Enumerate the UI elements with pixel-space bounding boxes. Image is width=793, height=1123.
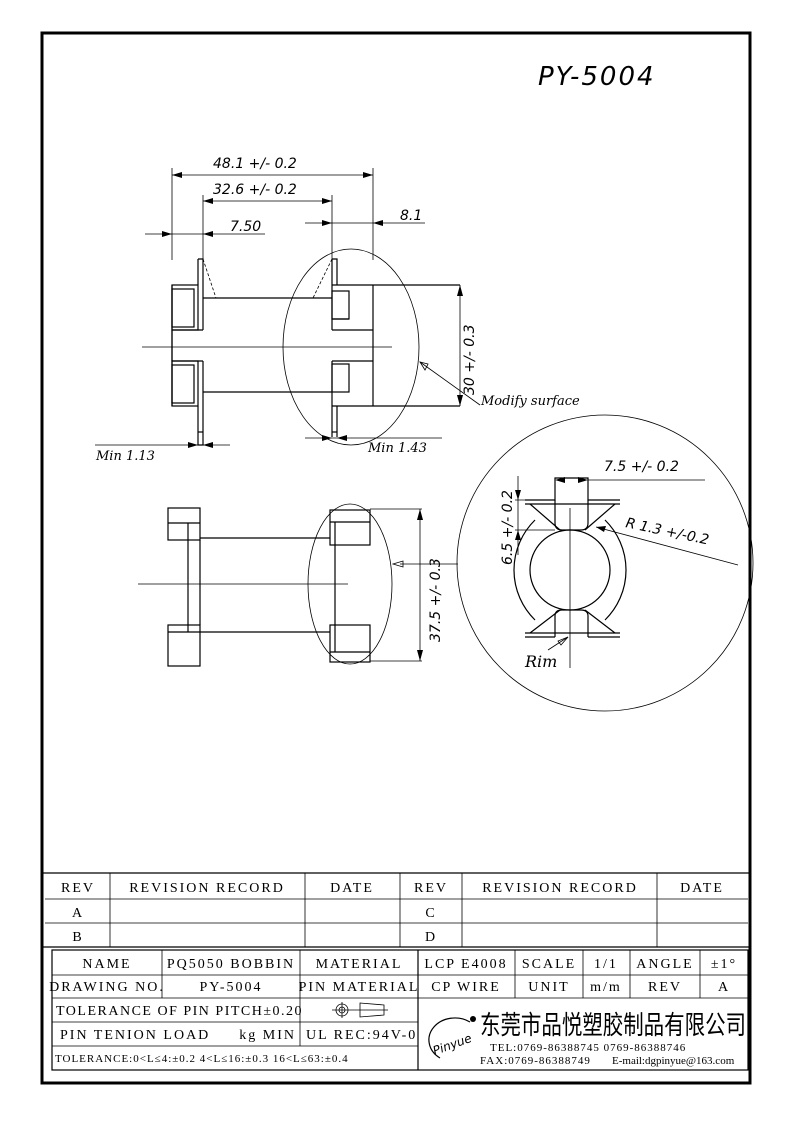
scale-label: SCALE <box>522 957 576 972</box>
dim-flange-offset: 7.50 <box>230 219 261 235</box>
top-view: 37.5 +/- 0.3 <box>138 503 458 667</box>
title-block: NAME PQ5050 BOBBIN MATERIAL LCP E4008 SC… <box>49 949 749 1071</box>
dim-overall-length: 48.1 +/- 0.2 <box>213 156 297 172</box>
date-header-2: DATE <box>680 881 724 896</box>
side-view: 48.1 +/- 0.2 32.6 +/- 0.2 7.50 8.1 <box>95 156 580 464</box>
dim-right-flange: 8.1 <box>400 208 422 224</box>
pin-material-value: CP WIRE <box>431 980 501 995</box>
dim-radius: R 1.3 +/-0.2 <box>624 515 710 548</box>
rev-c: C <box>425 906 436 921</box>
material-value: LCP E4008 <box>424 957 507 972</box>
pinyue-logo: Pinyue <box>428 1016 476 1059</box>
revision-record-header: REVISION RECORD <box>129 881 285 896</box>
name-value: PQ5050 BOBBIN <box>167 957 295 972</box>
company-email: E-mail:dgpinyue@163.com <box>612 1055 735 1067</box>
rev-b: B <box>72 930 83 945</box>
svg-text:Pinyue: Pinyue <box>431 1031 474 1058</box>
dim-height-37: 37.5 +/- 0.3 <box>428 558 444 642</box>
revision-record-header-2: REVISION RECORD <box>482 881 638 896</box>
drawing-border <box>40 31 752 1085</box>
revision-table: REV REVISION RECORD DATE REV REVISION RE… <box>42 872 750 948</box>
detail-view: 7.5 +/- 0.2 6.5 +/- 0.2 R 1.3 +/-0.2 Rim <box>456 414 754 712</box>
unit-value: m/m <box>590 980 622 995</box>
pin-tension-label: PIN TENION LOAD <box>60 1028 210 1043</box>
modify-surface-note: Modify surface <box>480 394 580 409</box>
scale-value: 1/1 <box>594 957 618 972</box>
projection-symbol-icon <box>332 1002 388 1018</box>
angle-label: ANGLE <box>636 957 693 972</box>
rev-header: REV <box>61 881 95 896</box>
dim-height-30: 30 +/- 0.3 <box>462 325 478 395</box>
company-fax: FAX:0769-86388749 <box>480 1055 591 1067</box>
rev-header-2: REV <box>414 881 448 896</box>
rev-value: A <box>718 980 730 995</box>
rim-label: Rim <box>524 652 557 671</box>
unit-label: UNIT <box>528 980 569 995</box>
ul-rec: UL REC:94V-0 <box>306 1028 417 1043</box>
company-tel: TEL:0769-86388745 0769-86388746 <box>490 1042 686 1054</box>
rev-label: REV <box>648 980 682 995</box>
pin-tension-unit: kg MIN <box>239 1028 296 1043</box>
dim-min-right: Min 1.43 <box>367 441 427 456</box>
drawing-title: PY-5004 <box>538 62 656 92</box>
dim-min-left: Min 1.13 <box>95 449 155 464</box>
drawing-no-value: PY-5004 <box>199 980 262 995</box>
pin-material-label: PIN MATERIAL <box>299 980 420 995</box>
drawing-no-label: DRAWING NO. <box>49 980 165 995</box>
general-tolerance: TOLERANCE:0<L≤4:±0.2 4<L≤16:±0.3 16<L≤63… <box>55 1053 349 1065</box>
dim-slot-depth: 6.5 +/- 0.2 <box>500 490 516 565</box>
pin-pitch-tolerance: TOLERANCE OF PIN PITCH±0.20 <box>56 1004 303 1019</box>
company-name: 东莞市品悦塑胶制品有限公司 <box>480 1011 746 1041</box>
date-header: DATE <box>330 881 374 896</box>
angle-value: ±1° <box>711 957 737 972</box>
material-label: MATERIAL <box>316 957 403 972</box>
name-label: NAME <box>82 957 131 972</box>
rev-a: A <box>72 906 84 921</box>
dim-slot-width: 7.5 +/- 0.2 <box>604 459 679 475</box>
dim-inner-length: 32.6 +/- 0.2 <box>213 182 297 198</box>
rev-d: D <box>425 930 437 945</box>
